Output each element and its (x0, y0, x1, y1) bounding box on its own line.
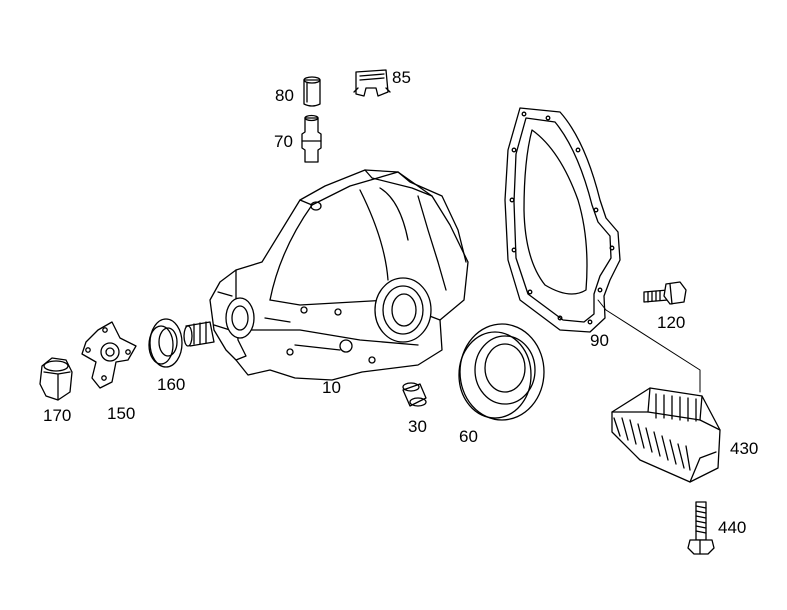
callout-30: 30 (408, 417, 427, 436)
callout-160: 160 (157, 375, 186, 394)
callout-430: 430 (730, 439, 759, 458)
callout-60: 60 (459, 427, 478, 446)
leader-lines (597, 299, 701, 393)
part-90-cover-gasket (504, 107, 621, 333)
part-60-seal (458, 323, 545, 421)
callout-10: 10 (322, 378, 341, 397)
part-85-clip (353, 69, 391, 97)
callout-85: 85 (392, 68, 411, 87)
part-150-flange (81, 321, 137, 389)
callout-120: 120 (657, 313, 686, 332)
callout-150: 150 (107, 404, 136, 423)
part-80-sleeve (303, 76, 321, 107)
part-30-bushing (402, 382, 427, 407)
callout-170: 170 (43, 406, 72, 425)
callout-90: 90 (590, 331, 609, 350)
callout-70: 70 (274, 132, 293, 151)
callout-80: 80 (275, 86, 294, 105)
part-120-bolt (643, 281, 687, 305)
callout-440: 440 (718, 518, 747, 537)
part-430-bracket (611, 387, 721, 483)
part-160-seal (148, 318, 183, 368)
part-440-bolt (687, 501, 715, 555)
part-10-housing (183, 169, 469, 381)
part-70-pin (301, 114, 322, 163)
part-170-nut (39, 357, 73, 401)
